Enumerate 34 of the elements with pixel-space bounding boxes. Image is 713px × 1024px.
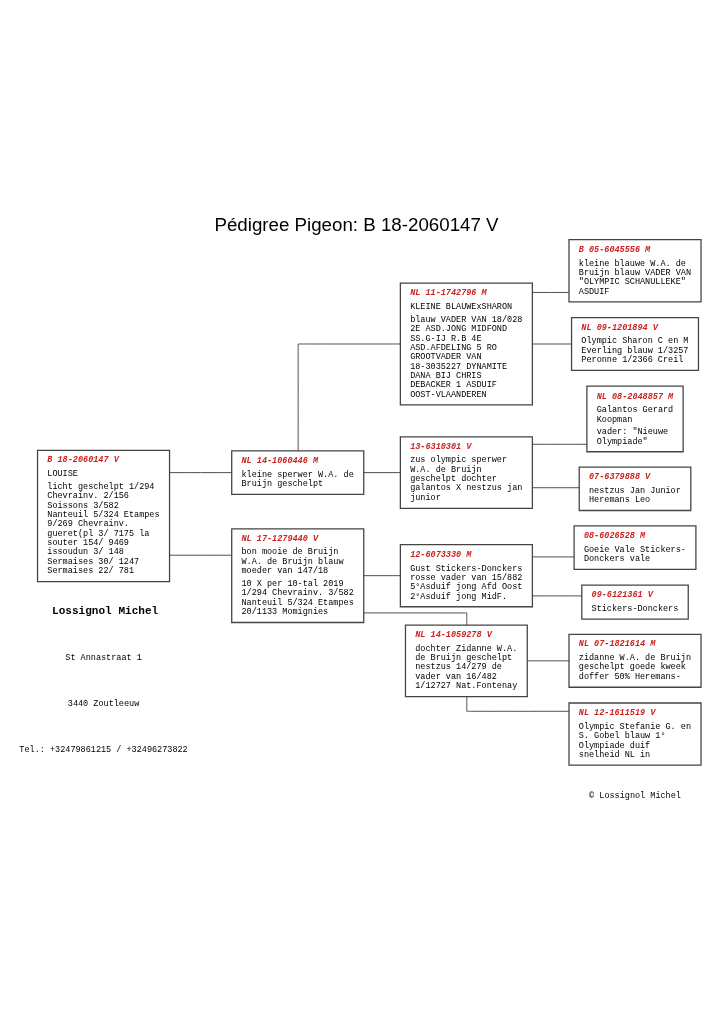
connector [169,472,232,474]
label: 3440 Zoutleeuw [67,699,140,710]
connector [532,487,580,489]
node-box: B 05-6045556 M kleine blauwe W.A. de Bruijn blauw VADER VAN "OLYMPIC SCHANULLEKE" ASDUIF [568,239,702,303]
node-box: 13-6310301 V zus olympic sperwer W.A. de Bruijn geschelpt dochter galantos X nestzus jan junior [399,436,533,509]
node-box: 07-6379888 V nestzus Jan Junior Heremans Leo [578,466,692,512]
connector [527,660,570,662]
node-box: NL 07-1821614 M zidanne W.A. de Bruijn geschelpt goede kweek doffer 50% Heremans- [568,633,702,688]
node-box: 09-6121361 V Stickers-Donckers [581,584,689,620]
label: St Annastraat 1 [65,653,142,664]
node-box: NL 12-1611519 V Olympic Stefanie G. en S. Gobel blauw 1° Olympiade duif snelheid NL in [568,702,702,766]
connector [532,292,570,293]
node-box: NL 08-2048857 M Galantos Gerard Koopman vader: "Nieuwe Olympiade" [586,385,684,453]
connector [297,343,401,452]
node-box: NL 09-1201894 V Olympic Sharon C en M Everling blauw 1/3257 Peronne 1/2366 Creil [570,316,700,372]
node-box: B 18-2060147 V LOUISE licht geschelpt 1/294 Chevrainv. 2/156 Soissons 3/582 Nanteuil 5/324 Etampes 9/269 Chevrainv. gueret(pl 3/ 7175 la souter 154/ 9469 issoudun 3/ 148 Sermaises 30/ 1247 Sermaises 22/ 781 [36,449,171,583]
node-box: 12-6073330 M Gust Stickers-Donckers rosse vader van 15/882 5°Asduif jong Afd Oost 2°Asduif jong MidF. [399,543,533,608]
connector [532,556,575,558]
connector [532,343,572,345]
label: Tel.: +32479861215 / +32496273822 [19,745,188,756]
node-box: NL 14-1060446 M kleine sperwer W.A. de Bruijn geschelpt [231,450,365,495]
label: Lossignol Michel [52,605,159,618]
connector [363,575,401,577]
node-box: 08-6026528 M Goeie Vale Stickers-Donckers vale [573,525,697,570]
connector [169,554,232,556]
label: © Lossignol Michel [589,791,681,802]
node-box: NL 14-1059278 V dochter Zidanne W.A. de Bruijn geschelpt nestzus 14/279 de vader van 16/482 1/12727 Nat.Fontenay [404,624,528,698]
connector [363,472,401,474]
connector [466,696,570,712]
connector [532,595,582,597]
node-box: NL 11-1742796 M KLEINE BLAUWExSHARON blauw VADER VAN 18/028 2E ASD.JONG MIDFOND SS.G-IJ R.B 4E ASD.AFDELING 5 RO GROOTVADER VAN 18-3035227 DYNAMITE DANA BIJ CHRIS DEBACKER 1 ASDUIF OOST-VLAANDEREN [399,282,533,406]
diagram-title: Pédigree Pigeon: B 18-2060147 V [214,213,499,235]
node-box: NL 17-1279440 V bon mooie de Bruijn W.A. de Bruijn blauw moeder van 147/18 10 X per 10-tal 2019 1/294 Chevrainv. 3/582 Nanteuil 5/324 Etampes 20/1133 Momignies [231,528,365,624]
connector [532,443,588,445]
